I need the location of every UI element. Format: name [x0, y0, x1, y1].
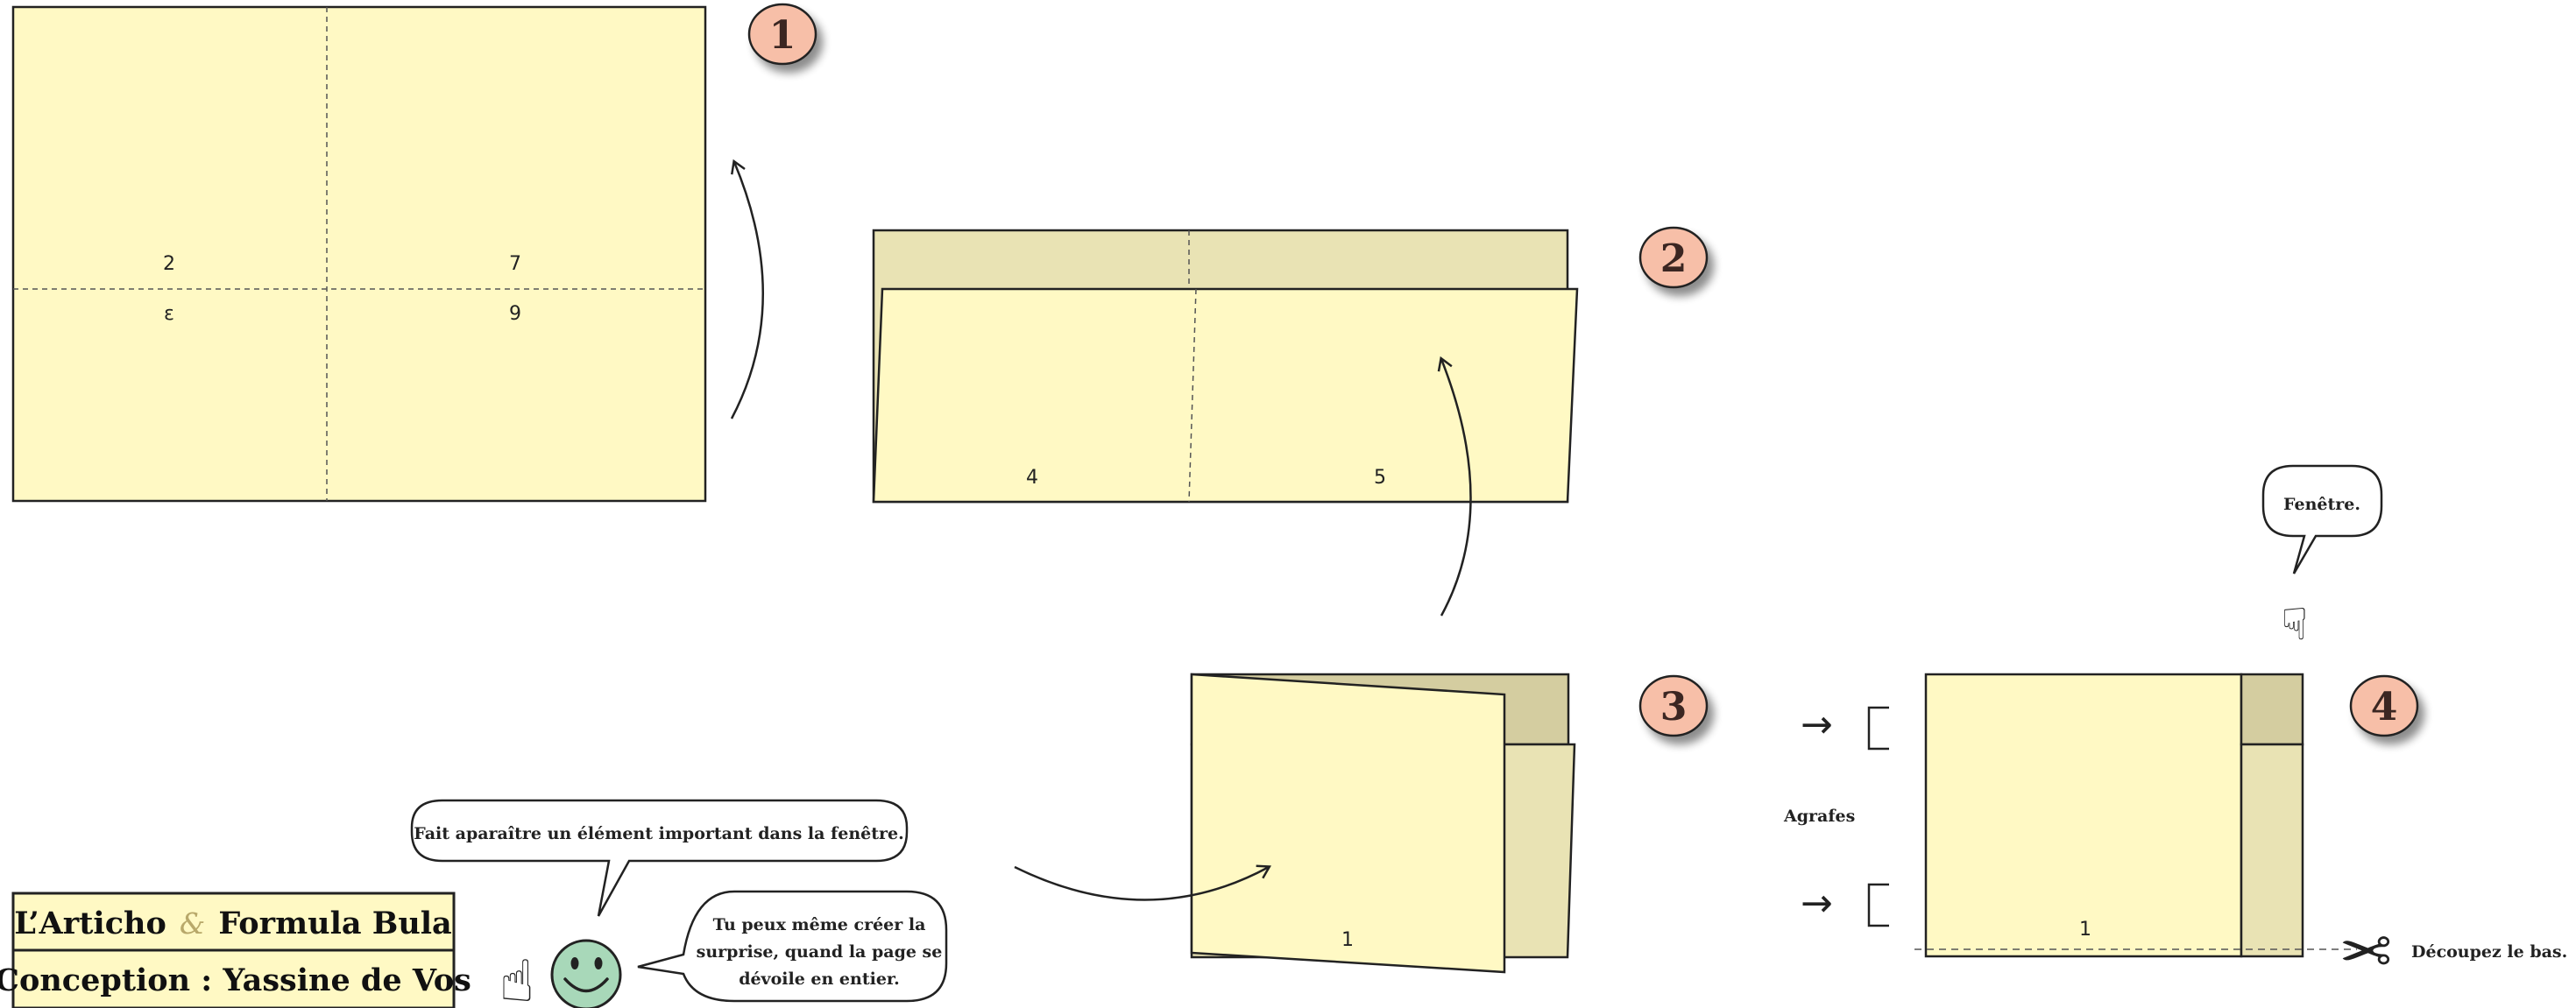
step2-front-fold	[1188, 288, 1197, 503]
step3-fold-arrow	[1014, 867, 1269, 901]
pointing-hand-down-icon: ☞	[2269, 604, 2320, 644]
credits-ampersand: &	[180, 906, 205, 941]
step4-page-label: 1	[2079, 919, 2091, 941]
tip-bubble-1-text: Fait aparaître un élément important dans…	[414, 824, 903, 843]
step1-label-bottom-right: 9	[509, 303, 521, 325]
credits-brand-line: L’Articho & Formula Bula	[14, 906, 452, 941]
step-badge-2-label: 2	[1660, 236, 1688, 281]
step4-sheet: 1	[1914, 673, 2357, 958]
step1-label-top-right: 7	[509, 253, 521, 275]
step3-sheet: 1	[1190, 673, 1576, 974]
tip-bubble-2-line1: Tu peux même créer la	[713, 915, 926, 934]
step-badge-4: 4	[2349, 674, 2419, 737]
cut-label: Découpez le bas.	[2411, 942, 2567, 962]
step1-label-bottom-left: ε	[164, 303, 174, 325]
step1-label-top-left: 2	[163, 253, 175, 275]
step2-front-panel	[872, 287, 1579, 504]
tip-bubble-2-line3: dévoile en entier.	[739, 969, 900, 989]
window-callout: Fenêtre. ☞	[2261, 464, 2383, 644]
step2-label-left: 4	[1026, 467, 1038, 489]
tip-bubble-2: Tu peux même créer la surprise, quand la…	[637, 890, 948, 1003]
step4-front-page	[1924, 673, 2243, 958]
window-bubble	[2261, 464, 2383, 574]
step3-page-label: 1	[1341, 929, 1354, 951]
staple-top-icon	[1867, 706, 1889, 751]
smiley-icon	[550, 939, 622, 1008]
step-badge-3: 3	[1638, 674, 1709, 737]
staple-arrow-top: →	[1801, 702, 1833, 747]
staple-bottom-icon	[1867, 883, 1889, 927]
tip-bubble-1: Fait aparaître un élément important dans…	[410, 799, 909, 917]
step4-window-top	[2240, 673, 2304, 746]
step-badge-1-label: 1	[769, 13, 796, 58]
window-bubble-text: Fenêtre.	[2283, 495, 2360, 514]
step1-paper	[11, 5, 707, 503]
step3-front-panel	[1190, 673, 1506, 974]
credits-author: Conception : Yassine de Vos	[0, 962, 471, 998]
step-badge-3-label: 3	[1660, 685, 1688, 730]
credits-brand-b: Formula Bula	[218, 906, 451, 941]
scissors-icon: ✂	[2339, 913, 2392, 986]
staples-group: → Agrafes →	[1783, 702, 1889, 927]
step2-label-right: 5	[1374, 467, 1386, 489]
step1-fold-arrow	[730, 162, 764, 419]
staples-label: Agrafes	[1783, 807, 1855, 826]
step-badge-2: 2	[1638, 226, 1709, 289]
step-badge-1: 1	[747, 3, 817, 66]
tip-bubble-2-line2: surprise, quand la page se	[697, 942, 943, 962]
credits-box: L’Articho & Formula Bula Conception : Ya…	[0, 892, 471, 1008]
credits-brand-a: L’Articho	[14, 906, 166, 941]
step-badge-4-label: 4	[2371, 685, 2398, 730]
pointing-up-hand-icon: ☝	[499, 948, 534, 1008]
step2-fold-arrow	[1441, 359, 1472, 617]
step1-sheet: 2 7 ε 9	[11, 5, 707, 503]
step2-sheet: 4 5	[872, 229, 1579, 504]
step4-window-bottom	[2240, 743, 2304, 958]
staple-arrow-bottom: →	[1801, 881, 1833, 926]
